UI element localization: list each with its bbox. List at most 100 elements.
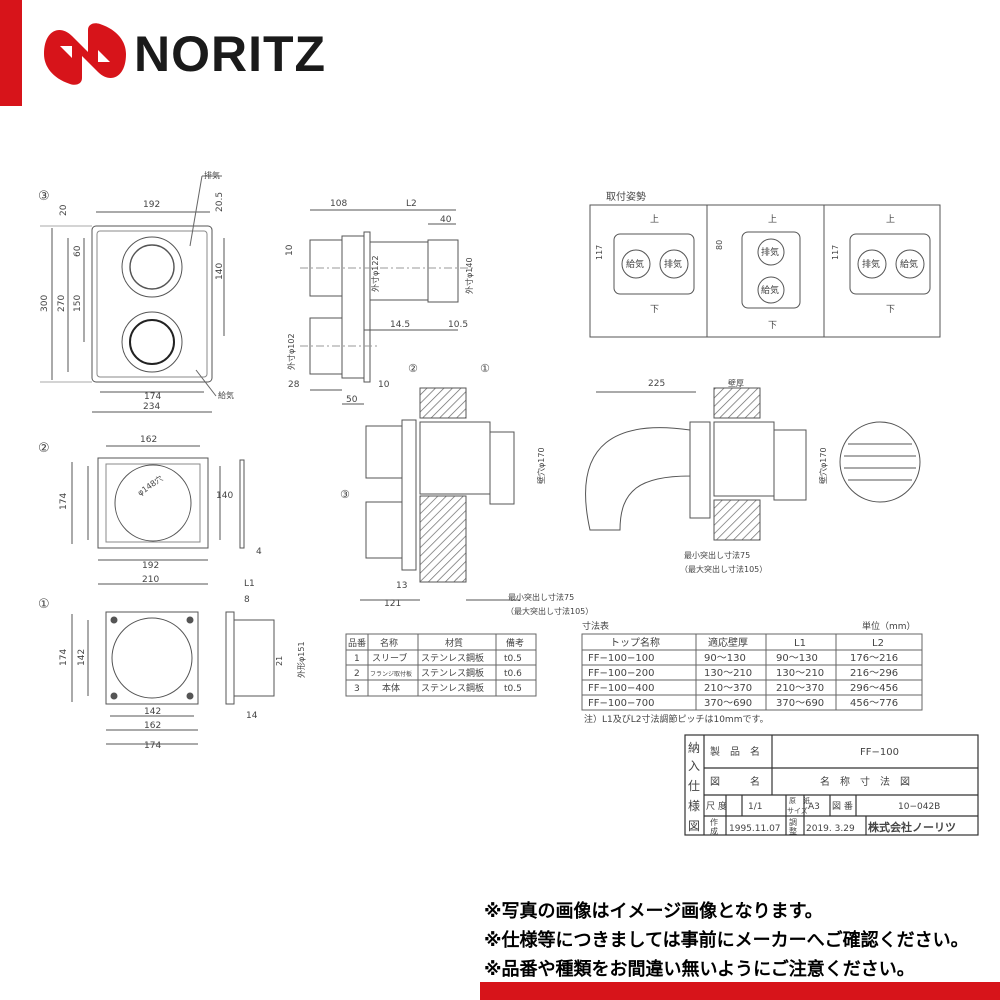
dim-cell: 130〜210 (776, 668, 824, 679)
v3-label-exhaust: 排気 (204, 170, 220, 180)
dim-table-frame (581, 633, 923, 711)
dim-cell: 370〜690 (776, 698, 824, 709)
inst1-supply (365, 501, 403, 559)
noritz-logo-mark (44, 23, 126, 85)
parts-cell: 本体 (382, 682, 400, 694)
orient-c-body (849, 233, 931, 295)
inst1-balloon-2: ② (408, 362, 418, 375)
tb-side-char: 納 (688, 741, 700, 755)
parts-header: 備考 (506, 637, 524, 649)
inst2-wall-bottom (713, 499, 761, 541)
side-view (300, 209, 476, 405)
v3-dim-174: 174 (144, 392, 161, 402)
side-od-102: 外寸φ102 (286, 333, 296, 370)
side-dim-10-5: 10.5 (448, 320, 468, 330)
v1-number: ① (38, 597, 50, 612)
side-dim-50: 50 (346, 395, 358, 405)
v2-number: ② (38, 441, 50, 456)
install-view-1 (360, 387, 520, 601)
v1-dim-142: 142 (77, 649, 87, 666)
tb-paper: A3 (808, 802, 820, 812)
side-dim-40: 40 (440, 215, 452, 225)
inst2-wall: 壁厚 (728, 378, 744, 388)
tb-scale: 1/1 (748, 802, 762, 812)
inst1-wall-top (419, 387, 467, 419)
orient-b-supply-label: 給気 (761, 284, 779, 296)
dim-cell: 90〜130 (776, 653, 818, 664)
orient-b-body (741, 231, 801, 309)
parts-cell: フランジ取付板 (370, 670, 412, 678)
inst1-base (401, 419, 417, 571)
v3-dim-20: 20 (59, 204, 69, 216)
dim-header: L1 (794, 638, 806, 649)
parts-cell: 3 (354, 684, 360, 694)
inst1-wall-hole: 壁穴φ170 (536, 447, 546, 484)
v3-dim-300: 300 (40, 295, 50, 312)
orient-frame (589, 204, 941, 338)
dim-cell: 130〜210 (704, 668, 752, 679)
install-view-2 (585, 387, 921, 541)
dim-header: トップ名称 (610, 636, 660, 649)
side-flange (363, 231, 371, 383)
dim-cell: FF−100−400 (588, 683, 654, 694)
side-od-140: 外寸φ140 (464, 257, 474, 294)
v3-body-outline (91, 225, 213, 383)
v1-plate-outline (105, 611, 199, 705)
orientation-panel (589, 204, 941, 338)
note-image: ※写真の画像はイメージ画像となります。 (484, 901, 823, 922)
v1-side-flange (225, 611, 235, 705)
v3-label-supply: 給気 (218, 390, 234, 400)
v2-dim-140: 140 (216, 491, 233, 501)
tb-fig: 名 称 寸 法 図 (820, 775, 910, 788)
orient-a-supply-label: 給気 (626, 258, 644, 270)
orient-a-exhaust (659, 249, 689, 279)
v1-dim-L1: L1 (244, 579, 255, 589)
logo-red-bar (0, 0, 22, 106)
side-cap (427, 239, 459, 303)
tb-adj-label-2: 整 (789, 826, 797, 836)
inst1-body (419, 421, 491, 495)
v2-plate-inner (105, 463, 201, 543)
orient-c-exhaust-label: 排気 (862, 258, 880, 270)
orient-a-top: 上 (650, 214, 659, 225)
v3-number: ③ (38, 189, 50, 204)
v2-side-plate (239, 459, 245, 549)
v1-screw-2 (186, 616, 194, 624)
parts-cell: 1 (354, 654, 360, 664)
v3-exhaust-inner (129, 244, 175, 290)
dim-cell: FF−100−200 (588, 668, 654, 679)
tb-made-label-2: 成 (710, 826, 718, 836)
v1-dim-174: 174 (59, 649, 69, 666)
note-model: ※品番や種類をお間違い無いようにご注意ください。 (484, 959, 915, 980)
v2-dim-4: 4 (256, 547, 262, 557)
dim-header: L2 (872, 638, 884, 649)
parts-header: 名称 (380, 637, 398, 649)
orient-a-117: 117 (595, 245, 604, 260)
dim-table-title: 寸法表 (582, 620, 609, 632)
tb-adj-label: 調 (789, 817, 797, 827)
dim-table-unit: 単位（mm） (862, 620, 916, 632)
v2-dim-210: 210 (142, 575, 159, 585)
v3-dim-192: 192 (143, 200, 160, 210)
v2-hole-label: φ148穴 (135, 473, 164, 498)
v1-screw-1 (110, 616, 118, 624)
v2-dim-192: 192 (142, 561, 159, 571)
orient-b-top: 上 (768, 214, 777, 225)
inst2-elbow (585, 427, 691, 531)
title-block (684, 734, 979, 836)
dim-cell: 456〜776 (850, 698, 898, 709)
dim-cell: FF−100−700 (588, 698, 654, 709)
tb-paper-label: 原 紙 (789, 796, 810, 805)
v1-dim-21: 21 (275, 656, 284, 666)
inst1-cap (489, 431, 515, 505)
v1-side-sleeve (233, 619, 275, 697)
tb-side-char: 図 (688, 819, 700, 833)
inst1-max: （最大突出し寸法105） (506, 606, 593, 616)
brand-name: NORITZ (134, 26, 327, 82)
v2-dim-162: 162 (140, 435, 157, 445)
v2-hole (114, 464, 192, 542)
parts-header: 品番 (348, 637, 366, 649)
v3-dim-270: 270 (57, 295, 67, 312)
dim-cell: 90〜130 (704, 653, 746, 664)
v3-dim-60: 60 (73, 245, 83, 257)
